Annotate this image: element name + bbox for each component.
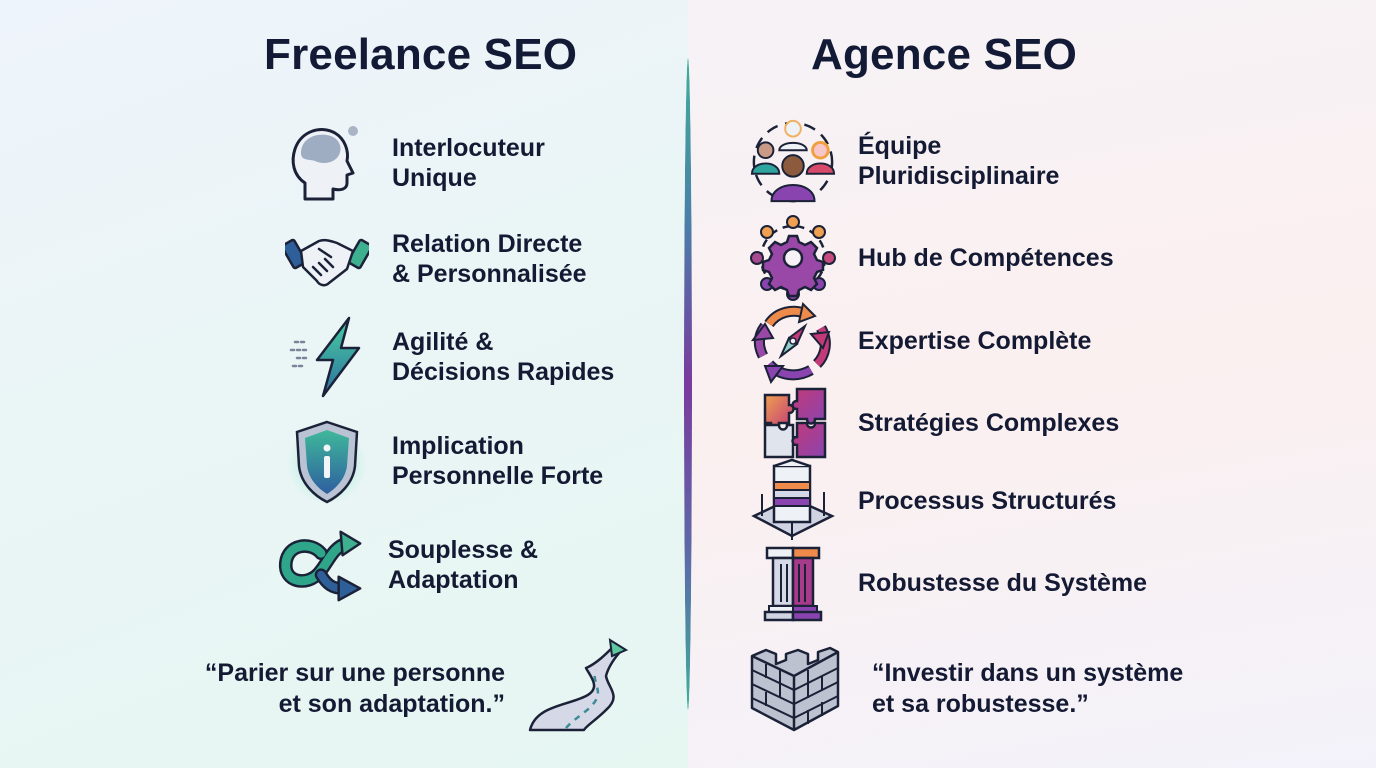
team-group-icon <box>748 116 838 206</box>
freelance-item-souplesse: Souplesse & Adaptation <box>278 520 538 610</box>
item-label: Stratégies Complexes <box>858 409 1120 437</box>
agency-item-equipe: Équipe Pluridisciplinaire <box>748 116 1059 206</box>
shield-info-icon <box>282 416 372 506</box>
puzzle-icon <box>748 378 838 468</box>
agency-item-strategies: Stratégies Complexes <box>748 378 1119 468</box>
item-label: Hub de Compétences <box>858 244 1114 272</box>
item-label: Agilité & Décisions Rapides <box>392 328 615 386</box>
freelance-item-interlocuteur: Interlocuteur Unique <box>282 118 545 208</box>
freelance-item-agilite: Agilité & Décisions Rapides <box>282 312 614 402</box>
item-label: Interlocuteur Unique <box>392 134 545 192</box>
winding-road-arrow-icon <box>526 636 630 732</box>
agency-item-hub: Hub de Compétences <box>748 213 1114 303</box>
castle-tower-icon <box>750 644 840 732</box>
freelance-panel <box>0 0 688 768</box>
freelance-item-relation: Relation Directe & Personnalisée <box>282 214 587 304</box>
agency-panel <box>688 0 1376 768</box>
stacked-blocks-icon <box>748 456 838 546</box>
freelance-quote: “Parier sur une personne et son adaptati… <box>204 659 505 718</box>
agency-quote: “Investir dans un système et sa robustes… <box>872 659 1184 718</box>
item-label: Expertise Complète <box>858 327 1092 355</box>
center-divider <box>684 58 692 710</box>
item-label: Implication Personnelle Forte <box>392 432 604 490</box>
handshake-icon <box>282 214 372 304</box>
gear-network-icon <box>748 213 838 303</box>
agency-item-robustesse: Robustesse du Système <box>748 538 1147 628</box>
item-label: Souplesse & Adaptation <box>388 536 539 594</box>
item-label: Processus Structurés <box>858 487 1117 515</box>
agency-item-expertise: Expertise Complète <box>748 296 1091 386</box>
item-label: Relation Directe & Personnalisée <box>392 230 587 288</box>
freelance-title: Freelance SEO <box>264 30 578 79</box>
head-profile-icon <box>282 118 372 208</box>
compass-cycle-icon <box>748 296 838 386</box>
lightning-bolt-icon <box>282 312 372 402</box>
agency-item-processus: Processus Structurés <box>748 456 1116 546</box>
curved-arrows-icon <box>278 520 368 610</box>
item-label: Robustesse du Système <box>858 569 1147 597</box>
pillar-icon <box>748 538 838 628</box>
agency-title: Agence SEO <box>811 30 1078 79</box>
item-label: Équipe Pluridisciplinaire <box>858 132 1060 190</box>
freelance-item-implication: Implication Personnelle Forte <box>282 416 603 506</box>
